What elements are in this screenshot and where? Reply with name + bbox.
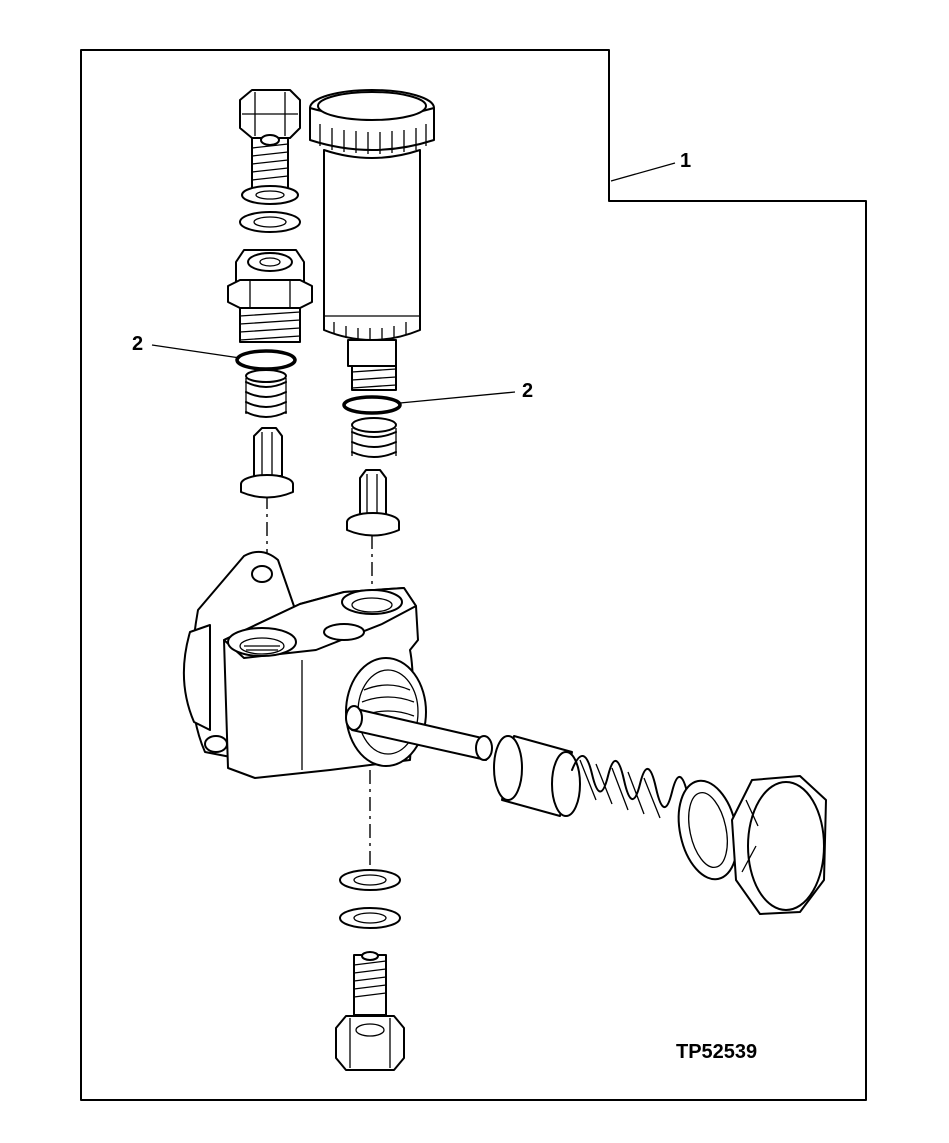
banjo-bolt-top [239,89,301,189]
sealing-washers-bottom [339,869,401,929]
sealing-washers-top [239,185,301,233]
valve-spring-left [245,369,287,418]
figure-id: TP52539 [676,1041,757,1063]
callout-1: 1 [680,150,691,172]
plunger-rod [345,705,493,761]
plunger-spring [571,755,689,819]
callout-2-left-leader [151,344,241,359]
plug-gasket-inner [688,791,728,869]
callout-2-left: 2 [132,333,143,355]
callout-2-right: 2 [522,380,533,402]
plunger-piston [493,735,581,817]
primer-pump-cap [309,89,435,154]
o-ring-right [342,395,402,415]
valve-fitting [227,249,313,343]
callout-2-right-leader [399,391,516,404]
callout-1-leader [610,162,676,182]
valve-spring-right [351,417,397,458]
check-valve-right [346,469,400,537]
check-valve-left [240,427,294,499]
primer-pump-body [323,149,421,391]
banjo-bolt-bottom [335,951,405,1071]
pump-housing [182,550,427,779]
diagram-frame [80,49,867,1101]
o-ring-left [235,349,297,371]
hex-plug [731,775,827,915]
